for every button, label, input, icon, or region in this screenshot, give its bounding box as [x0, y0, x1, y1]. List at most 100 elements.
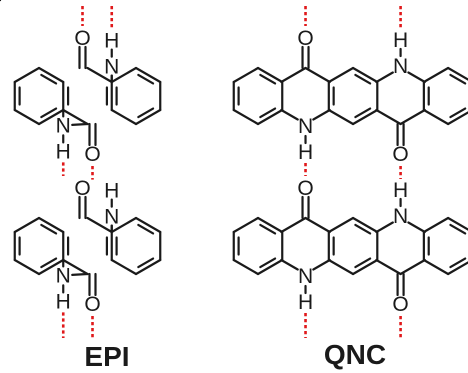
double-bond-line: [40, 73, 58, 85]
double-bond-line: [449, 73, 467, 85]
double-bond-line: [40, 223, 58, 235]
double-bond-line: [137, 223, 155, 235]
hydrogen-atom: H: [298, 141, 313, 164]
bond-line: [62, 108, 89, 126]
double-bond-line: [259, 73, 277, 85]
bond-line: [71, 122, 89, 126]
bond-line: [351, 66, 379, 84]
bond-line: [304, 216, 331, 234]
bond-line: [13, 108, 41, 126]
bond-line: [399, 108, 426, 126]
bond-line: [134, 216, 162, 234]
bond-line: [422, 108, 450, 126]
double-bond-line: [40, 107, 58, 119]
bond-line: [232, 108, 260, 126]
bond-line: [407, 221, 426, 234]
hydrogen-atom: H: [56, 290, 71, 313]
bond-line: [232, 66, 260, 84]
double-bond-line: [40, 257, 58, 269]
oxygen-atom: O: [74, 27, 90, 50]
double-bond-line: [449, 107, 467, 119]
hydrogen-atom: H: [104, 180, 119, 203]
bond-line: [447, 66, 468, 81]
oxygen-atom: O: [392, 143, 408, 166]
bond-line: [375, 71, 394, 84]
bond-line: [232, 216, 260, 234]
nitrogen-atom: N: [393, 55, 408, 78]
bond-line: [447, 111, 468, 126]
nitrogen-atom: N: [104, 206, 119, 229]
bond-line: [13, 216, 41, 234]
hydrogen-atom: H: [104, 30, 119, 53]
double-bond-line: [449, 223, 467, 235]
bond-line: [110, 216, 138, 234]
double-bond-line: [137, 107, 155, 119]
nitrogen-atom: N: [393, 205, 408, 228]
bond-line: [71, 272, 89, 276]
qnc-label: QNC: [324, 339, 386, 370]
nitrogen-atom: N: [298, 265, 313, 288]
bond-line: [375, 108, 402, 126]
oxygen-atom: O: [297, 27, 313, 50]
bond-line: [256, 108, 284, 126]
bond-line: [62, 258, 89, 276]
bond-line: [327, 66, 355, 84]
bond-line: [280, 258, 299, 271]
bond-line: [422, 66, 450, 84]
bond-line: [37, 66, 65, 84]
bond-line: [327, 258, 355, 276]
hydrogen-atom: H: [298, 291, 313, 314]
oxygen-atom: O: [74, 177, 90, 200]
double-bond-line: [259, 107, 277, 119]
bond-line: [422, 216, 450, 234]
bond-line: [351, 108, 379, 126]
bond-line: [280, 216, 307, 234]
nitrogen-atom: N: [104, 56, 119, 79]
epi-label: EPI: [84, 341, 129, 372]
hydrogen-atom: H: [56, 140, 71, 163]
bond-line: [312, 258, 331, 271]
molecule-layer: [0, 0, 468, 297]
nitrogen-atom: N: [56, 114, 71, 137]
double-bond-line: [354, 257, 372, 269]
bond-line: [13, 66, 41, 84]
bond-line: [375, 221, 394, 234]
oxygen-atom: O: [84, 293, 100, 316]
oxygen-atom: O: [392, 293, 408, 316]
double-bond-line: [259, 257, 277, 269]
double-bond-line: [259, 223, 277, 235]
hydrogen-bond-layer: [61, 6, 402, 338]
bond-line: [134, 108, 162, 126]
bond-line: [375, 258, 402, 276]
bond-line: [280, 108, 299, 121]
bond-line: [134, 258, 162, 276]
bond-line: [399, 258, 426, 276]
bond-line: [110, 258, 138, 276]
bond-line: [110, 66, 138, 84]
double-bond-line: [137, 257, 155, 269]
bond-line: [134, 66, 162, 84]
nitrogen-atom: N: [56, 264, 71, 287]
hydrogen-atom: H: [393, 29, 408, 52]
bond-line: [37, 108, 65, 126]
double-bond-line: [354, 107, 372, 119]
bond-line: [86, 66, 113, 84]
bond-line: [37, 258, 65, 276]
bond-line: [447, 216, 468, 231]
bond-line: [86, 216, 113, 234]
bond-line: [312, 108, 331, 121]
double-bond-line: [354, 73, 372, 85]
bond-line: [232, 258, 260, 276]
bond-line: [327, 108, 355, 126]
bond-line: [13, 258, 41, 276]
bond-line: [351, 216, 379, 234]
bond-line: [256, 66, 284, 84]
bond-line: [110, 108, 138, 126]
bond-line: [37, 216, 65, 234]
bond-line: [304, 66, 331, 84]
bond-line: [351, 258, 379, 276]
bond-line: [407, 71, 426, 84]
double-bond-line: [354, 223, 372, 235]
